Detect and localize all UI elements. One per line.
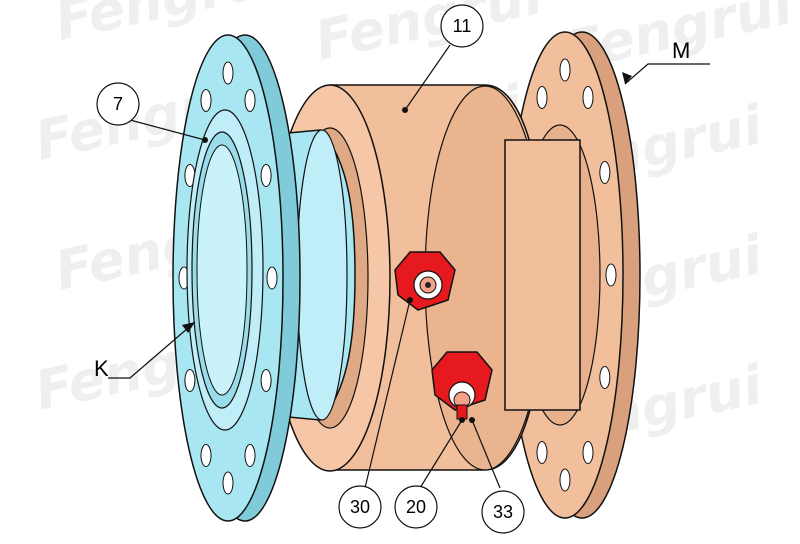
bolt-hole <box>200 444 212 468</box>
bolt-hole <box>266 266 278 290</box>
callout-label: 20 <box>406 497 426 517</box>
callout-label: 30 <box>350 497 370 517</box>
bolt-hole <box>599 366 611 389</box>
callout-label: 7 <box>113 94 123 114</box>
left-flange-bolt-holes <box>178 61 278 495</box>
callout-30: 30 <box>338 485 382 529</box>
bolt-hole <box>222 61 234 85</box>
bolt-hole <box>582 441 594 465</box>
left-flange <box>172 34 301 522</box>
bolt-hole <box>184 369 196 392</box>
bolt-hole <box>605 263 617 287</box>
callout-label: 11 <box>453 16 472 36</box>
bolt-hole <box>599 161 611 184</box>
bolt-hole <box>536 85 548 109</box>
bolt-hole <box>244 88 256 112</box>
callout-label: 33 <box>493 502 513 522</box>
fitting-30 <box>394 251 456 311</box>
bolt-hole <box>582 85 594 109</box>
bolt-hole <box>200 88 212 112</box>
bolt-hole <box>222 471 234 495</box>
bolt-hole <box>244 444 256 468</box>
callout-33: 33 <box>481 490 525 534</box>
bolt-hole <box>260 369 272 392</box>
bolt-hole <box>260 164 272 187</box>
fitting-20-33 <box>431 351 493 420</box>
label-K: K <box>94 356 109 381</box>
watermark: Fengrui <box>310 0 550 73</box>
callout-11: 11 <box>440 4 484 48</box>
bolt-hole <box>559 468 571 492</box>
bolt-hole <box>536 441 548 465</box>
callout-7: 7 <box>96 82 140 126</box>
bolt-hole <box>559 58 571 82</box>
arrow-heads <box>182 72 632 423</box>
callout-20: 20 <box>394 485 438 529</box>
leader-lines <box>108 44 710 489</box>
label-M: M <box>672 38 690 63</box>
